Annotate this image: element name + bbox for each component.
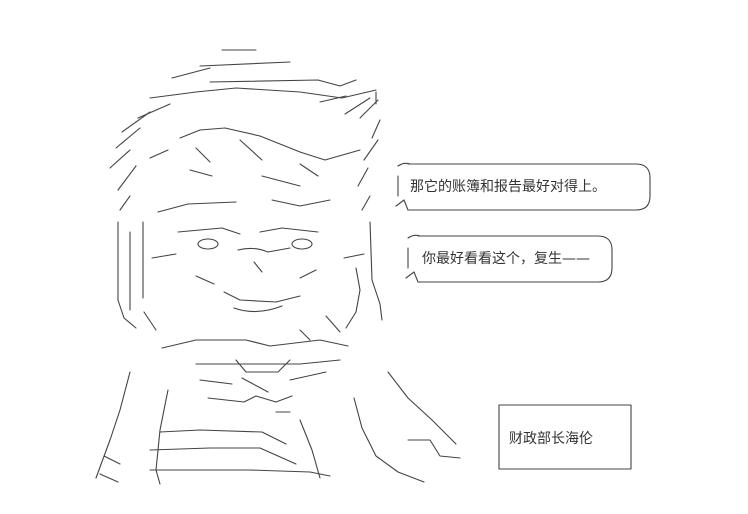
speech-bubble-2-text: 你最好看看这个，复生—— <box>422 251 590 267</box>
sign-text: 财政部长海伦 <box>509 431 593 447</box>
side-hair <box>117 221 383 341</box>
speech-bubble-2 <box>405 234 613 283</box>
speech-bubble-1 <box>395 162 651 211</box>
sign-box <box>498 404 632 470</box>
collar <box>161 339 349 403</box>
speech-bubble-1-text: 那它的账簿和报告最好对得上。 <box>410 179 606 195</box>
body <box>95 371 461 485</box>
face <box>151 199 365 313</box>
hair-outline <box>109 49 381 211</box>
